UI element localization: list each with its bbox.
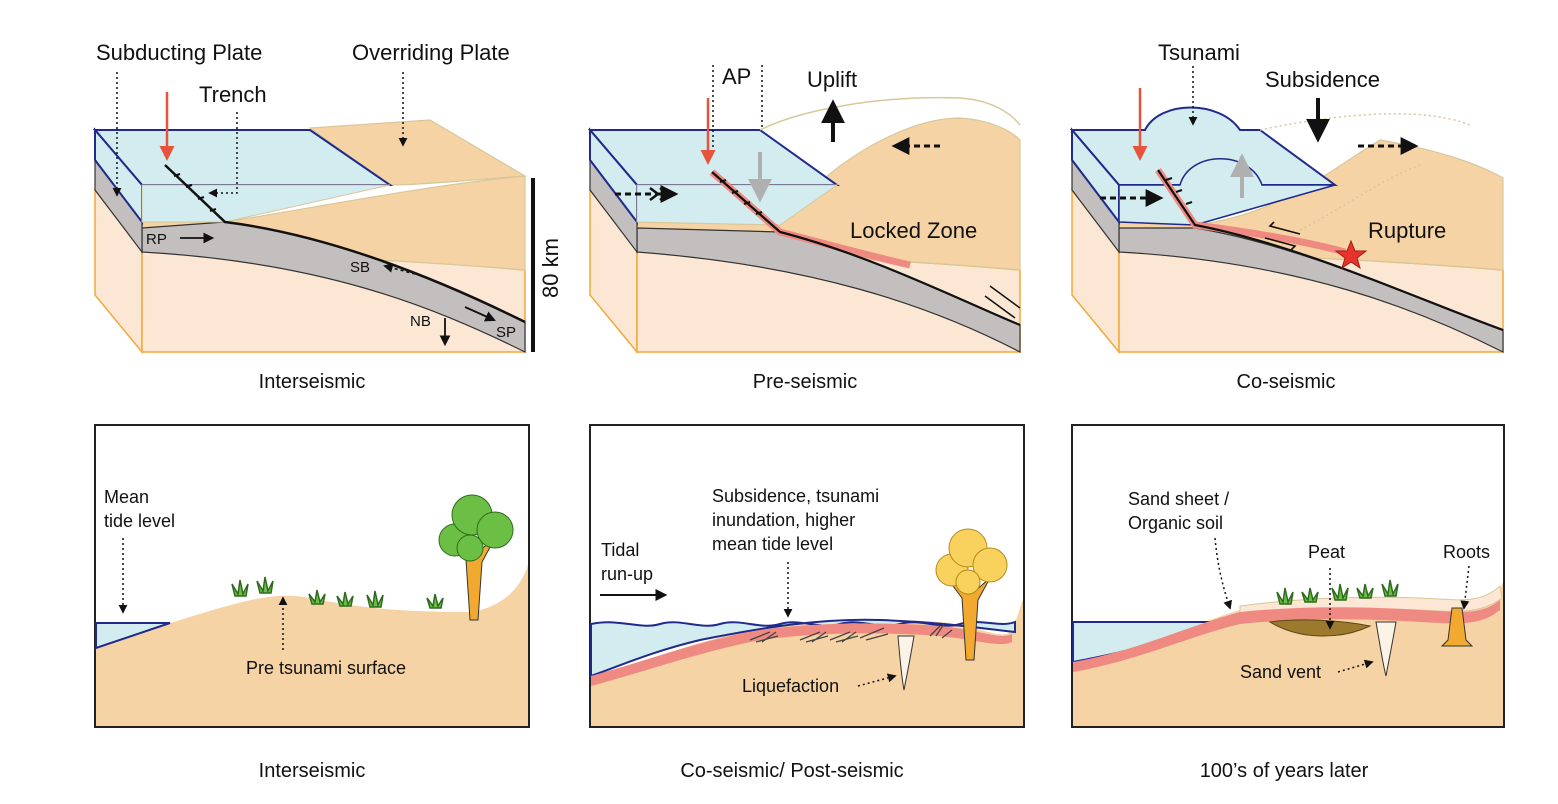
label-liquefaction: Liquefaction bbox=[742, 676, 839, 696]
label-rupture: Rupture bbox=[1368, 218, 1446, 243]
arrows-panel1 bbox=[112, 72, 496, 347]
label-sp: SP bbox=[496, 324, 516, 341]
caption-bottom-coseismic-postseismic: Co-seismic/ Post-seismic bbox=[680, 760, 903, 782]
label-nb: NB bbox=[410, 313, 431, 330]
caption-top-interseismic: Interseismic bbox=[259, 371, 366, 393]
label-subducting-plate: Subducting Plate bbox=[96, 40, 262, 65]
label-tidal: Tidal bbox=[601, 540, 639, 560]
label-locked-zone: Locked Zone bbox=[850, 218, 977, 243]
grass-tufts-late bbox=[1276, 579, 1399, 605]
flattened-grass bbox=[749, 623, 953, 643]
label-sand-sheet: Sand sheet / bbox=[1128, 489, 1229, 509]
label-scale-bar: 80 km bbox=[538, 238, 563, 298]
block-diagram-coseismic bbox=[1069, 106, 1504, 355]
label-peat: Peat bbox=[1308, 542, 1345, 562]
tree-green bbox=[438, 494, 514, 621]
label-subsidence-tsunami: Subsidence, tsunami bbox=[712, 486, 879, 506]
label-tsunami: Tsunami bbox=[1158, 40, 1240, 65]
label-run-up: run-up bbox=[601, 564, 653, 584]
label-organic-soil: Organic soil bbox=[1128, 513, 1223, 533]
arrows-panel3 bbox=[1100, 66, 1419, 207]
label-subsidence: Subsidence bbox=[1265, 67, 1380, 92]
label-ap: AP bbox=[722, 64, 751, 89]
label-pre-tsunami-surface: Pre tsunami surface bbox=[246, 658, 406, 678]
tree-yellow bbox=[935, 528, 1008, 661]
block-diagram-interseismic bbox=[92, 119, 535, 355]
cross-section-coseismic-postseismic bbox=[589, 424, 1025, 728]
label-rp: RP bbox=[146, 231, 167, 248]
label-inundation-higher: inundation, higher bbox=[712, 510, 855, 530]
cross-section-interseismic bbox=[94, 424, 530, 728]
label-mean: Mean bbox=[104, 487, 149, 507]
grass-tufts bbox=[231, 576, 444, 609]
label-overriding-plate: Overriding Plate bbox=[352, 40, 510, 65]
label-mean-tide-level: mean tide level bbox=[712, 534, 833, 554]
label-trench: Trench bbox=[199, 82, 267, 107]
label-tide-level: tide level bbox=[104, 511, 175, 531]
label-roots: Roots bbox=[1443, 542, 1490, 562]
caption-bottom-100-years-later: 100’s of years later bbox=[1200, 760, 1369, 782]
arrows-panel2 bbox=[615, 65, 940, 203]
label-sb: SB bbox=[350, 259, 370, 276]
label-sand-vent: Sand vent bbox=[1240, 662, 1321, 682]
caption-top-preseismic: Pre-seismic bbox=[753, 371, 857, 393]
label-uplift: Uplift bbox=[807, 67, 857, 92]
caption-bottom-interseismic: Interseismic bbox=[259, 760, 366, 782]
block-diagram-preseismic bbox=[587, 96, 1021, 355]
cross-section-100-years-later bbox=[1071, 424, 1505, 728]
caption-top-coseismic: Co-seismic bbox=[1237, 371, 1336, 393]
